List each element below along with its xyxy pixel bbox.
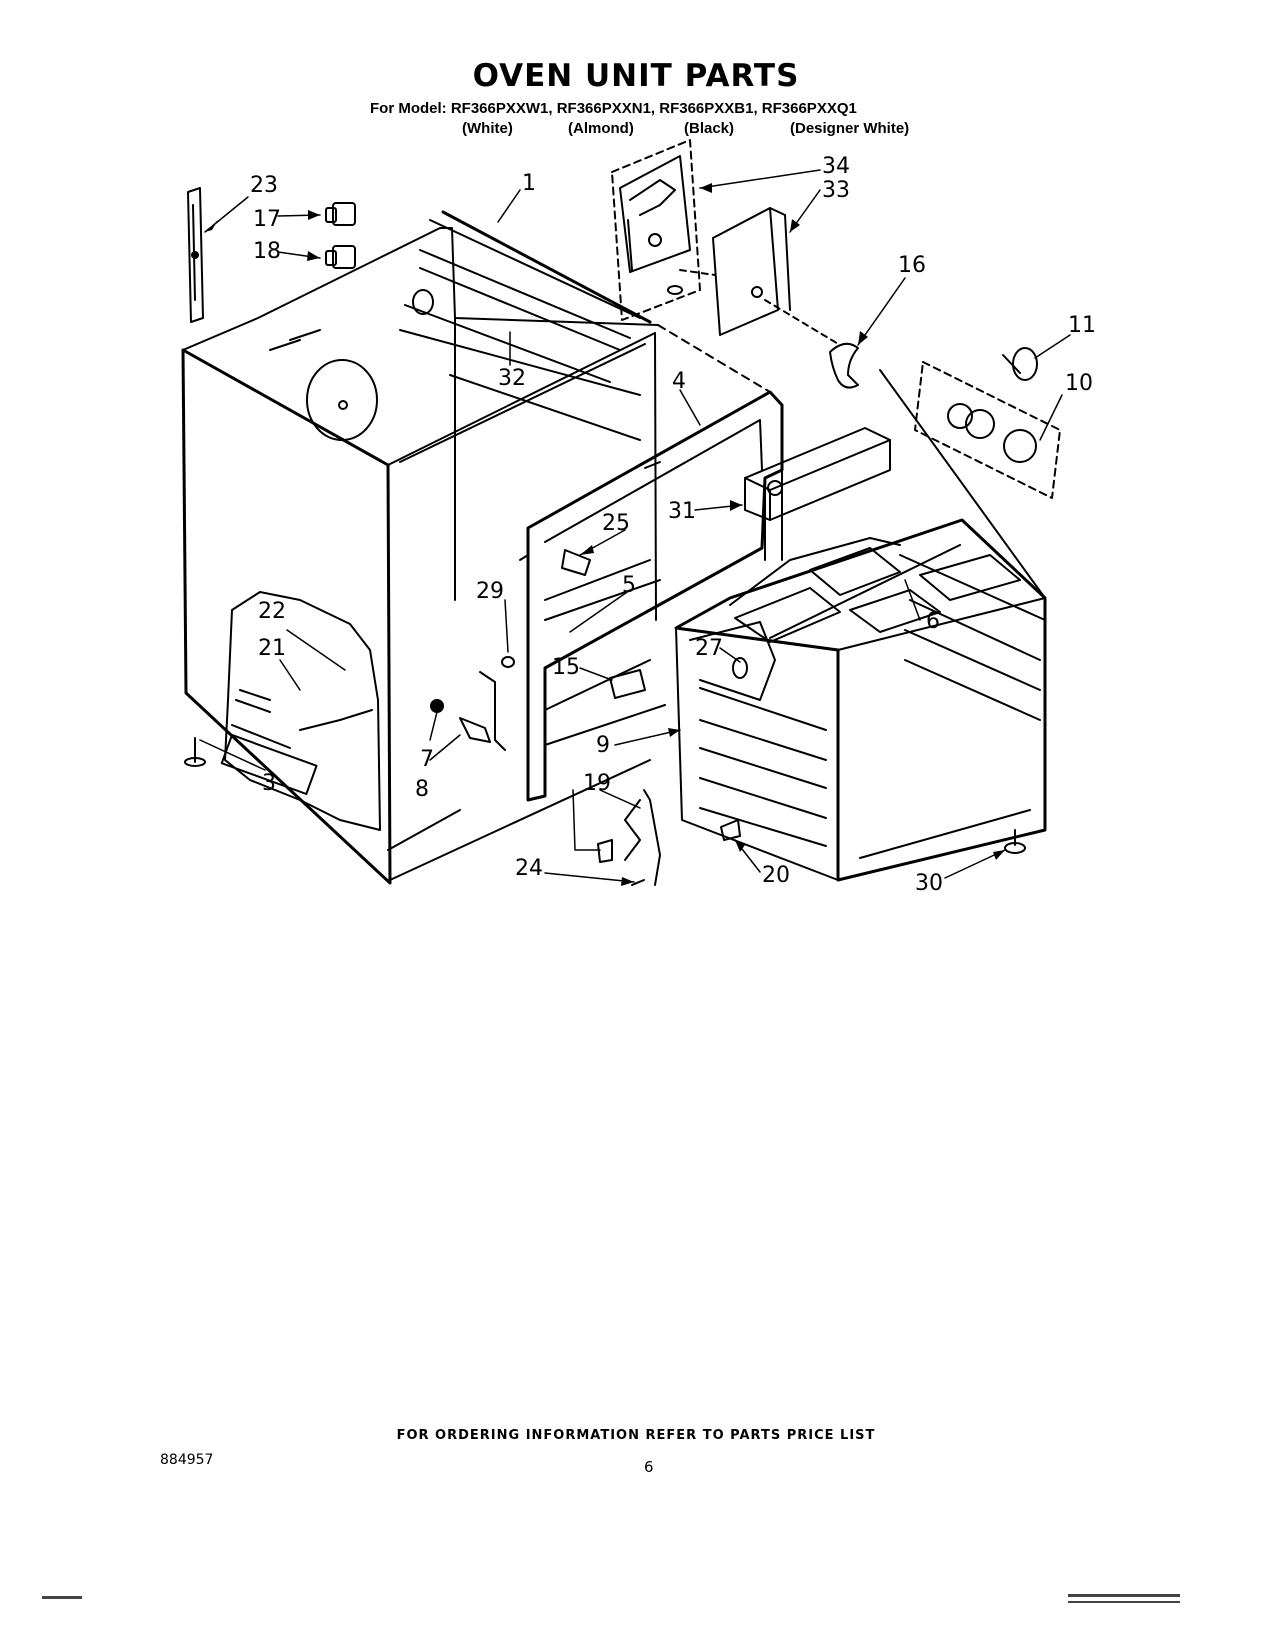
callout-7: 7 (420, 747, 434, 772)
color-black: (Black) (684, 120, 735, 137)
callout-8: 8 (415, 777, 429, 802)
fineprint-right-2 (1068, 1601, 1180, 1603)
color-almond: (Almond) (568, 120, 634, 137)
color-white: (White) (462, 120, 513, 137)
color-designer-white: (Designer White) (790, 120, 910, 137)
knobs-17-18-drawing (325, 202, 356, 269)
callout-18: 18 (253, 239, 281, 264)
callout-34: 34 (822, 154, 850, 179)
callout-5: 5 (622, 573, 636, 598)
callout-21: 24 (515, 856, 543, 881)
page-title: OVEN UNIT PARTS (472, 58, 800, 94)
ordering-note: FOR ORDERING INFORMATION REFER TO PARTS … (396, 1428, 876, 1443)
callout-9: 9 (596, 733, 610, 758)
oven-liner-drawing (674, 369, 1047, 882)
callout-31: 31 (668, 499, 696, 524)
callout-6: 6 (926, 609, 940, 634)
callout-27: 27 (695, 636, 723, 661)
page-number: 6 (644, 1458, 654, 1476)
callout-24: 23 (250, 173, 278, 198)
callout-10: 10 (1065, 371, 1093, 396)
document-number: 884957 (160, 1452, 214, 1468)
callout-23: 22 (258, 599, 286, 624)
callout-30: 30 (915, 871, 943, 896)
small-hardware-drawing (430, 549, 741, 886)
callout-32: 32 (498, 366, 526, 391)
callout-11: 11 (1068, 313, 1096, 338)
callout-20: 20 (762, 863, 790, 888)
callout-labels: 23 17 18 1 34 33 16 11 10 32 4 31 25 5 2… (250, 154, 1096, 896)
part-31-drawing (744, 427, 891, 521)
parts-10-11-16-drawing (829, 342, 1061, 499)
model-list: For Model: RF366PXXW1, RF366PXXN1, RF366… (370, 100, 857, 117)
cabinet-drawing (181, 210, 659, 885)
callout-25: 25 (602, 511, 630, 536)
callout-22: 21 (258, 636, 286, 661)
callout-4: 4 (672, 369, 686, 394)
callout-17: 17 (253, 207, 281, 232)
callout-16: 16 (898, 253, 926, 278)
callout-1: 1 (522, 171, 536, 196)
arrowheads (205, 183, 1005, 886)
fineprint-left (42, 1596, 82, 1599)
oven-frame-drawing (519, 324, 784, 802)
callout-29: 29 (476, 579, 504, 604)
callout-3: 3 (262, 771, 276, 796)
part-24-drawing (187, 187, 204, 323)
callout-19: 19 (583, 771, 611, 796)
callout-15: 15 (552, 655, 580, 680)
callout-33: 33 (822, 178, 850, 203)
fineprint-right (1068, 1594, 1180, 1597)
panel-33-34-drawing (611, 139, 841, 346)
